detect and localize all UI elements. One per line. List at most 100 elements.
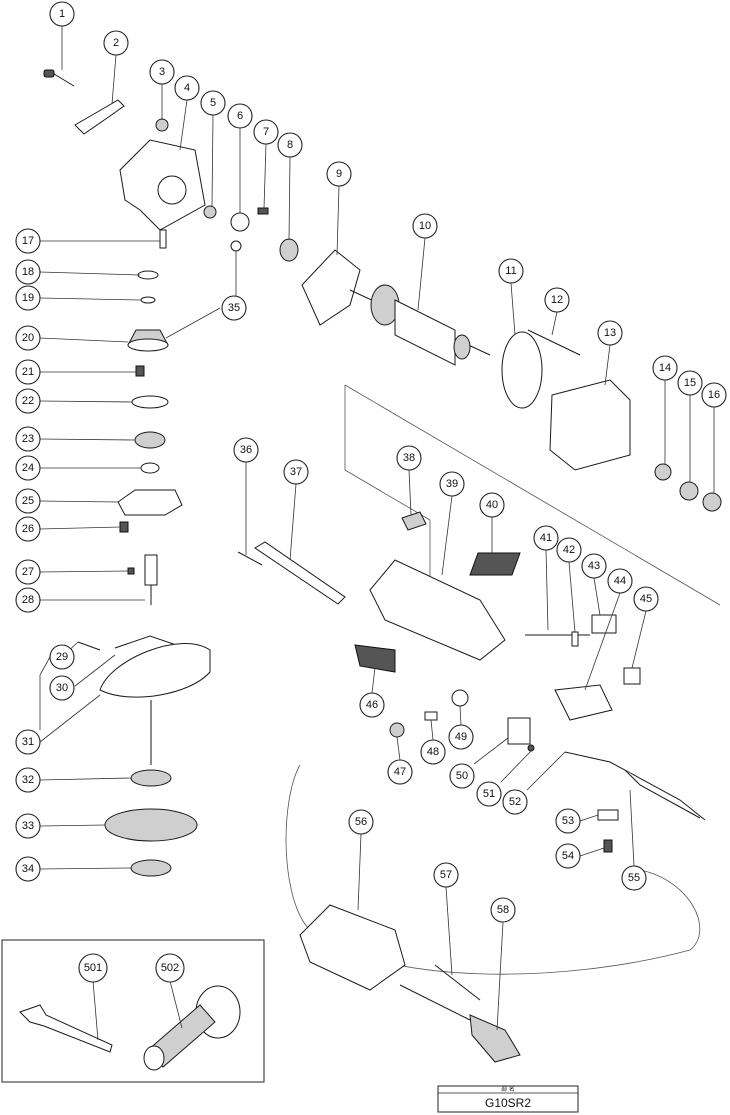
part-15-bushing [679,481,699,501]
part-11-baffle-plate [501,331,543,409]
svg-text:26: 26 [22,523,34,535]
part-36-spring [237,551,263,566]
svg-text:56: 56 [355,816,367,828]
callout-29: 29 [49,644,75,670]
part-5-bearing [203,205,217,219]
svg-text:13: 13 [604,327,616,339]
part-39-housing [369,559,506,661]
callout-58: 58 [490,897,516,923]
svg-text:29: 29 [56,651,68,663]
svg-text:30: 30 [56,682,68,694]
cord-assembly-boundary [285,764,701,975]
svg-text:16: 16 [708,389,720,401]
callout-41: 41 [533,525,559,551]
part-57-tapping-screw [434,964,481,1001]
callout-11: 11 [498,258,524,284]
part-32-wheel-washer [130,769,172,787]
part-56-housing-cover [299,904,406,991]
callout-13: 13 [597,320,623,346]
accessories-box [1,939,265,1083]
svg-text:14: 14 [659,362,671,374]
callout-26: 26 [15,516,41,542]
callout-43: 43 [581,553,607,579]
svg-text:41: 41 [540,532,552,544]
part-53-cord-clip [597,809,619,821]
part-3-nut [155,118,169,132]
callout-39: 39 [439,471,465,497]
part-44-brush-holder-base [554,684,613,721]
svg-text:12: 12 [551,294,563,306]
part-8-bearing [279,238,299,262]
callout-50: 50 [449,763,475,789]
svg-text:4: 4 [184,82,190,94]
callout-28: 28 [15,587,41,613]
title-header: 部 名 [501,1085,515,1093]
callout-502: 502 [155,953,185,983]
svg-text:31: 31 [22,736,34,748]
svg-text:32: 32 [22,774,34,786]
callout-35: 35 [221,295,247,321]
svg-text:8: 8 [287,139,293,151]
part-21-screw [135,365,145,377]
svg-text:19: 19 [22,292,34,304]
part-12-screw [527,329,581,356]
callout-17: 17 [15,228,41,254]
part-20-spiral-bevel-gear [127,329,169,352]
callout-23: 23 [15,426,41,452]
callout-25: 25 [15,488,41,514]
part-51-screw [527,744,535,752]
svg-text:58: 58 [497,904,509,916]
callout-31: 31 [15,729,41,755]
svg-text:17: 17 [22,235,34,247]
callout-33: 33 [15,813,41,839]
part-24-seal [140,462,160,474]
svg-text:3: 3 [159,66,165,78]
callout-14: 14 [652,355,678,381]
svg-text:22: 22 [22,395,34,407]
part-58-cord [399,984,521,1063]
callout-5: 5 [200,90,226,116]
part-43-noise-suppressor [591,614,617,634]
callout-9: 9 [326,161,352,187]
part-47-brush-cap [389,722,405,738]
callout-53: 53 [555,808,581,834]
part-52-internal-wire [564,751,706,821]
svg-text:2: 2 [113,37,119,49]
part-34-wheel-nut [130,859,172,877]
callout-36: 36 [233,437,259,463]
svg-text:502: 502 [161,962,179,974]
callout-47: 47 [387,759,413,785]
callout-7: 7 [253,119,279,145]
part-31-wheel-guard [99,643,211,698]
part-13-stator [549,379,631,471]
part-45-connector [623,667,641,685]
callout-49: 49 [448,724,474,750]
part-17-pin [159,229,167,249]
part-502-side-handle [143,985,241,1071]
internal-parts-boundary [344,384,721,610]
callout-32: 32 [15,767,41,793]
svg-text:37: 37 [290,466,302,478]
callout-30: 30 [49,675,75,701]
part-26-screw [119,521,129,533]
svg-text:34: 34 [22,863,34,875]
part-22-bearing-lock [131,395,169,409]
svg-text:28: 28 [22,594,34,606]
callout-3: 3 [149,59,175,85]
callout-27: 27 [15,559,41,585]
part-14-bearing [654,463,672,481]
callout-52: 52 [502,789,528,815]
part-18-retaining-ring [137,270,159,280]
part-10-armature [349,284,491,366]
callout-1: 1 [49,1,75,27]
svg-text:38: 38 [403,452,415,464]
callout-55: 55 [621,865,647,891]
svg-text:21: 21 [22,366,34,378]
callout-46: 46 [359,692,385,718]
svg-text:57: 57 [440,869,452,881]
svg-text:5: 5 [210,97,216,109]
part-501-wrench [19,1004,113,1053]
svg-text:7: 7 [263,126,269,138]
svg-text:54: 54 [562,850,574,862]
